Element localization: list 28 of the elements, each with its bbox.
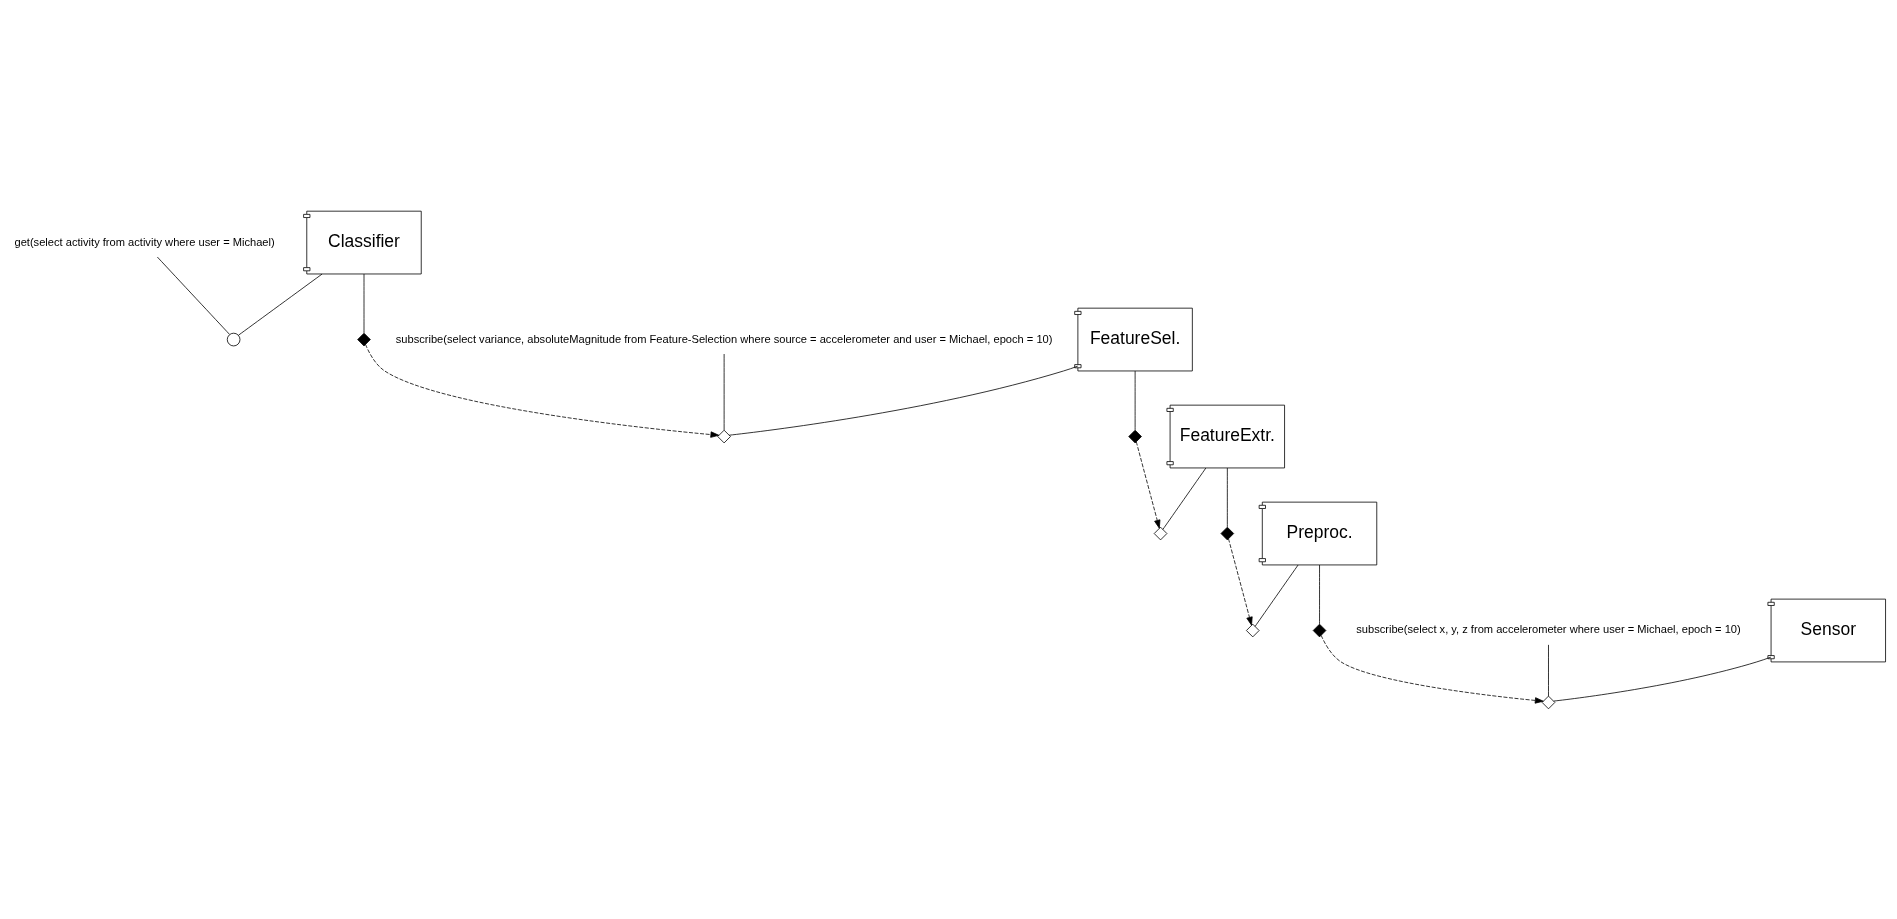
node-diamond [717, 429, 731, 443]
connector [1319, 564, 1320, 624]
arrow [1320, 634, 1544, 704]
connector [1548, 643, 1549, 696]
node-circle [226, 332, 241, 346]
connector [723, 353, 725, 430]
connector [1553, 656, 1772, 701]
connector [1226, 467, 1228, 527]
node-text: get(select activity from activity where user = Michael) [14, 235, 275, 248]
connector [728, 365, 1079, 436]
node-diamond [1312, 623, 1327, 637]
connector [363, 273, 365, 333]
connector [1162, 467, 1207, 530]
node-diamond [1153, 526, 1168, 540]
node-diamond [1128, 429, 1142, 443]
arrow [1135, 441, 1161, 529]
arrow [1228, 538, 1253, 626]
node-diamond [1220, 526, 1235, 540]
node-diamond [1246, 623, 1260, 637]
connector [1134, 370, 1136, 430]
node-text: subscribe(select variance, absoluteMagnitude from Feature-Selection where source = accelerometer and user = Michael, epoch = 10) [395, 332, 1053, 345]
connector [238, 273, 323, 336]
connector [1254, 564, 1299, 627]
node-diamond [1541, 695, 1556, 709]
node-diamond [357, 332, 371, 346]
arrow [365, 343, 720, 438]
connector [156, 256, 230, 335]
node-text: subscribe(select x, y, z from accelerometer where user = Michael, epoch = 10) [1356, 622, 1741, 635]
